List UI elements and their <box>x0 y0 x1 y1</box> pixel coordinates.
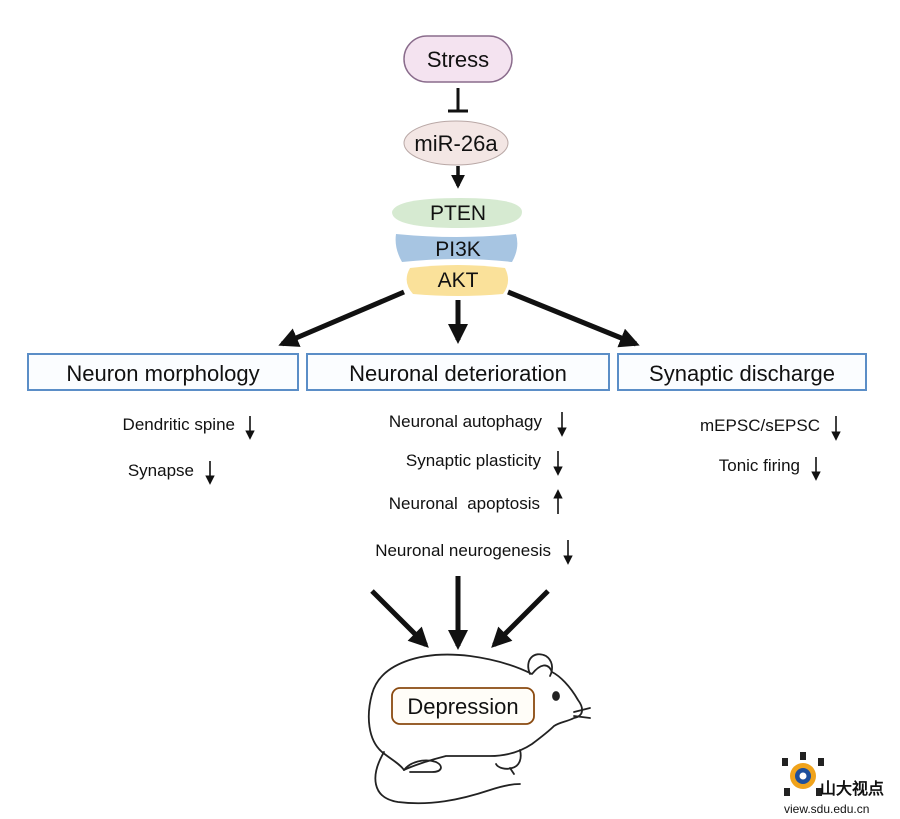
neuronal-deterioration-title: Neuronal deterioration <box>349 361 567 386</box>
stress-node: Stress <box>403 35 513 83</box>
neuronal-deterioration-box: Neuronal deterioration <box>306 353 610 391</box>
neuronal-neurogenesis-label: Neuronal neurogenesis <box>375 541 551 560</box>
akt-node: AKT <box>406 265 509 296</box>
right-to-depression-arrow <box>491 589 550 648</box>
dendritic-spine-label: Dendritic spine <box>123 415 235 434</box>
neuron-morphology-title: Neuron morphology <box>66 361 259 386</box>
inhibition-arrow <box>448 88 468 113</box>
akt-to-morphology-arrow <box>278 289 405 347</box>
pten-node: PTEN <box>392 198 522 228</box>
synaptic-discharge-title: Synaptic discharge <box>649 361 835 386</box>
neuronal-autophagy-label: Neuronal autophagy <box>389 412 543 431</box>
akt-to-discharge-arrow <box>507 289 640 348</box>
neuron-morphology-box: Neuron morphology <box>27 353 299 391</box>
pi3k-node: PI3K <box>395 234 518 262</box>
synaptic-discharge-box: Synaptic discharge <box>617 353 867 391</box>
mir-26a-label: miR-26a <box>414 131 498 156</box>
mir-26a-node: miR-26a <box>403 120 509 166</box>
watermark-url: view.sdu.edu.cn <box>784 802 869 816</box>
pi3k-label: PI3K <box>435 238 481 261</box>
mepsc-label: mEPSC/sEPSC <box>700 416 820 435</box>
left-to-depression-arrow <box>370 589 429 648</box>
watermark-text: 山大视点 <box>820 779 884 798</box>
watermark-eye-icon <box>782 752 824 796</box>
mouse-illustration <box>367 653 591 805</box>
neuronal-apoptosis-label: Neuronal apoptosis <box>389 494 540 513</box>
stress-label: Stress <box>427 47 489 72</box>
pten-label: PTEN <box>430 202 486 225</box>
akt-label: AKT <box>438 269 479 292</box>
tonic-firing-label: Tonic firing <box>719 456 800 475</box>
synaptic-plasticity-label: Synaptic plasticity <box>406 451 542 470</box>
watermark: 山大视点 view.sdu.edu.cn <box>782 752 884 816</box>
depression-label: Depression <box>407 694 518 719</box>
depression-node: Depression <box>391 687 535 725</box>
synapse-label: Synapse <box>128 461 194 480</box>
